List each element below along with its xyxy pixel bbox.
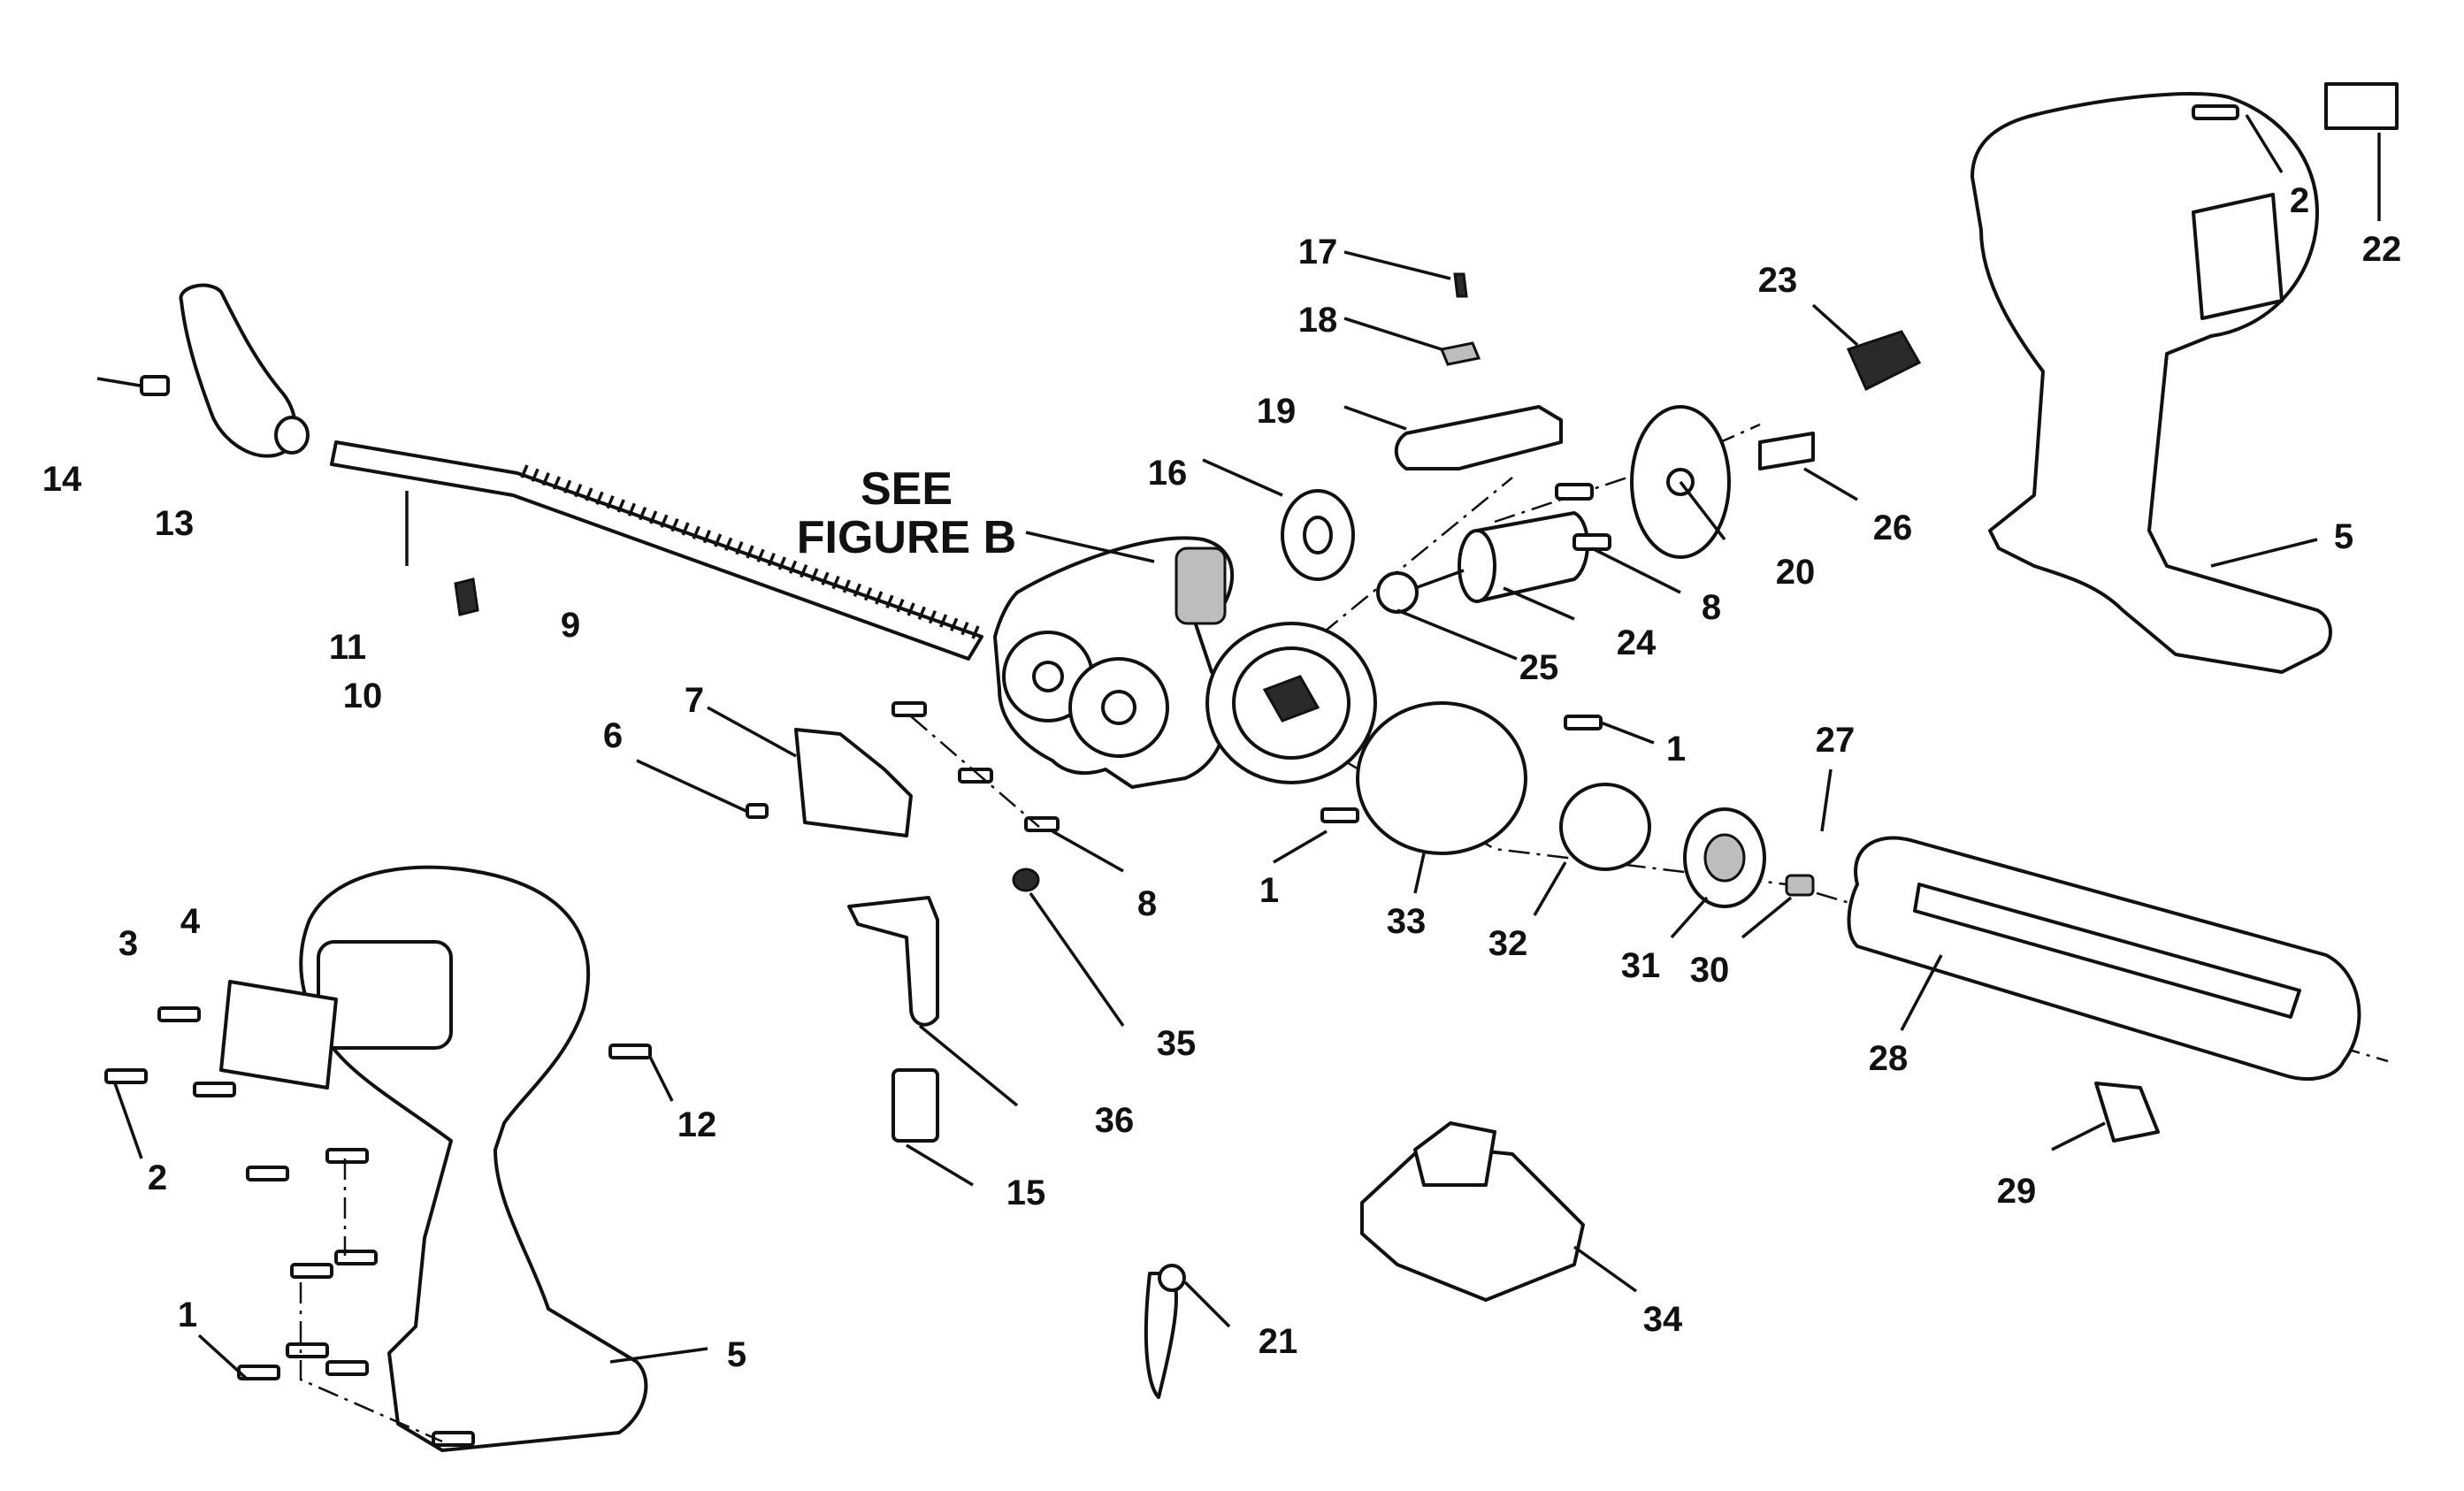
part-2-screws-left [104,1068,289,1181]
part-18-block [1343,317,1481,366]
part-27-pin [1820,768,1833,832]
callout-19: 19 [1257,392,1297,431]
callout-8-upper: 8 [1702,588,1721,627]
part-1-screw-left [1273,807,1359,864]
part-25-pinion [1376,569,1518,661]
part-23-switch [1811,303,1922,392]
callout-36: 36 [1095,1101,1135,1140]
part-8-screws-lower [891,701,1124,873]
callout-15: 15 [1006,1174,1046,1212]
part-30-nut [1741,874,1815,939]
part-35-spring [1012,868,1125,1028]
callout-labels: 14 13 11 10 9 17 18 19 16 23 26 20 8 24 … [42,181,2402,1374]
callout-26: 26 [1873,508,1913,547]
callout-1-left: 1 [1259,871,1279,910]
callout-16: 16 [1148,454,1188,493]
callout-23: 23 [1758,261,1798,300]
part-29-label [2051,1082,2160,1151]
callout-27: 27 [1816,721,1856,760]
callout-7: 7 [685,681,704,720]
part-36-trigger [847,896,1019,1107]
part-31-plunger-disc [1670,807,1766,939]
callout-2-left: 2 [148,1158,167,1197]
part-34-battery-pack [1360,1121,1638,1302]
callout-6: 6 [603,716,623,755]
part-3-screw [157,1006,201,1022]
part-24-motor [1458,511,1589,621]
callout-12: 12 [677,1105,717,1144]
part-10-clip [454,577,479,616]
callout-2-upper-right: 2 [2290,181,2309,220]
callout-5-left: 5 [727,1335,746,1374]
part-21-hanger-strap [1144,1264,1231,1399]
gear-housing-assembly [993,536,1377,789]
part-4-label [219,980,338,1090]
callout-21: 21 [1259,1322,1298,1361]
part-26-terminal [1758,432,1858,501]
part-16-bushing [1202,458,1355,581]
callout-32: 32 [1488,924,1528,963]
part-8-screws-upper [1555,483,1681,594]
callout-33: 33 [1387,902,1427,941]
callout-28: 28 [1869,1039,1909,1078]
callout-4: 4 [180,902,201,941]
part-15-switch-lock [891,1068,974,1187]
callout-29: 29 [1997,1172,2037,1211]
part-5-housing-right [1970,92,2332,674]
see-figure-b-line2: FIGURE B [797,512,1016,563]
callout-1-lower: 1 [178,1296,197,1334]
part-14-screw [96,375,170,396]
callout-34: 34 [1643,1300,1683,1339]
part-33-end-cap [1356,701,1527,894]
callout-8-lower: 8 [1137,884,1157,923]
see-figure-b-line1: SEE [861,463,953,515]
part-2-screw-upper-right [2192,104,2284,173]
part-32-gasket [1533,783,1651,916]
callout-31: 31 [1621,946,1661,985]
callout-30: 30 [1690,951,1730,990]
part-5-leader-right [2210,538,2318,568]
part-19-cover-plate [1343,405,1563,470]
see-figure-b-note: SEE FIGURE B [797,463,1155,563]
callout-13: 13 [155,504,195,543]
callout-18: 18 [1298,301,1338,340]
callout-5-right: 5 [2334,517,2353,556]
part-17-screw [1343,250,1468,298]
part-13-handle-grip [179,283,310,458]
part-6-screw [636,759,769,819]
callout-24: 24 [1617,623,1657,662]
part-1-screws-lower [197,1148,475,1447]
callout-10: 10 [343,677,383,715]
callout-1-right: 1 [1666,730,1686,768]
callout-22: 22 [2362,230,2402,269]
part-5-housing-left [299,865,708,1452]
callout-11: 11 [329,628,366,667]
callout-3: 3 [119,924,138,963]
part-28-cartridge-barrel [1847,836,2361,1081]
part-7-plate [707,706,913,837]
callout-17: 17 [1298,233,1338,271]
part-20-fan [1630,405,1731,559]
callout-35: 35 [1157,1024,1197,1063]
part-9-plunger-rack [330,440,983,661]
callout-20: 20 [1776,553,1816,592]
part-1-screw-right [1564,715,1655,745]
part-22-label [2324,82,2399,221]
callout-9: 9 [561,606,580,645]
callout-25: 25 [1519,648,1559,687]
callout-14: 14 [42,460,82,499]
part-12-screw [608,1044,674,1102]
